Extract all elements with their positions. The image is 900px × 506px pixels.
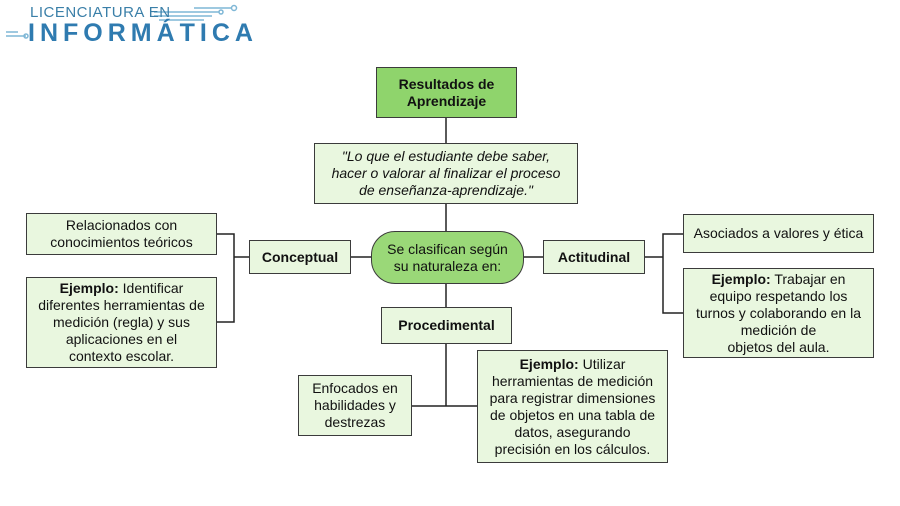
actitudinal-related-text: Asociados a valores y ética [693, 225, 864, 241]
definition-text: "Lo que el estudiante debe saber, hacer … [331, 148, 561, 198]
procedimental-example-text: Ejemplo: Utilizar herramientas de medici… [490, 356, 656, 458]
procedimental-example-node: Ejemplo: Utilizar herramientas de medici… [477, 350, 668, 463]
actitudinal-example-text: Ejemplo: Trabajar en equipo respetando l… [696, 271, 861, 356]
procedimental-label: Procedimental [398, 317, 495, 333]
actitudinal-example-node: Ejemplo: Trabajar en equipo respetando l… [683, 268, 874, 358]
conceptual-related-text: Relacionados con conocimientos teóricos [50, 217, 193, 250]
logo-line-1: LICENCIATURA EN [30, 4, 171, 21]
procedimental-example-label: Ejemplo: [519, 355, 579, 372]
link-actitudinal-branches [662, 233, 683, 314]
actitudinal-example-label: Ejemplo: [711, 270, 771, 287]
classification-text: Se clasifican según su naturaleza en: [387, 240, 508, 274]
actitudinal-related-node: Asociados a valores y ética [683, 214, 874, 253]
actitudinal-label: Actitudinal [557, 248, 631, 265]
conceptual-example-body: Identificar diferentes herramientas de m… [38, 280, 205, 364]
conceptual-example-text: Ejemplo: Identificar diferentes herramie… [38, 280, 205, 365]
procedimental-example-body: Utilizar herramientas de medición para r… [489, 355, 656, 457]
logo-circuit-graphic [6, 4, 238, 39]
classification-node: Se clasifican según su naturaleza en: [371, 231, 524, 284]
actitudinal-example-body: Trabajar en equipo respetando los turnos… [696, 270, 861, 355]
definition-node: "Lo que el estudiante debe saber, hacer … [314, 143, 578, 204]
procedimental-related-text: Enfocados en habilidades y destrezas [312, 380, 398, 430]
conceptual-example-node: Ejemplo: Identificar diferentes herramie… [26, 277, 217, 368]
actitudinal-node: Actitudinal [543, 240, 645, 274]
link-conceptual-branches [216, 233, 235, 323]
logo-line-2: INFORMÁTICA [28, 19, 258, 47]
title-node: Resultados de Aprendizaje [376, 67, 517, 118]
title-text: Resultados de Aprendizaje [398, 75, 495, 109]
conceptual-label: Conceptual [261, 248, 339, 265]
procedimental-node: Procedimental [381, 307, 512, 344]
conceptual-example-label: Ejemplo: [59, 280, 119, 296]
conceptual-related-node: Relacionados con conocimientos teóricos [26, 213, 217, 255]
logo: LICENCIATURA EN INFORMÁTICA [4, 2, 253, 48]
conceptual-node: Conceptual [249, 240, 351, 274]
procedimental-related-node: Enfocados en habilidades y destrezas [298, 375, 412, 436]
